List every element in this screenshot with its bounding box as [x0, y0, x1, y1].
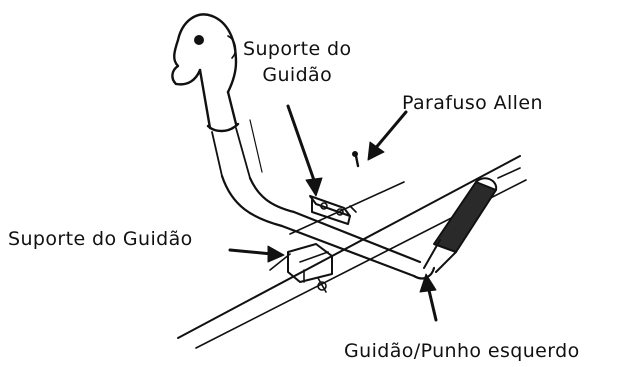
handlebar-support-lower: [287, 243, 333, 293]
allen-screw-icon: [352, 151, 360, 168]
label-allen-screw: Parafuso Allen: [402, 92, 543, 114]
arrow-support-upper: [286, 104, 323, 197]
label-left-handle-grip: Guidão/Punho esquerdo: [344, 340, 580, 362]
engine-housing: [171, 13, 238, 94]
label-handlebar-support-left: Suporte do Guidão: [8, 228, 193, 250]
arrow-support-lower: [228, 245, 285, 263]
label-handlebar-support-top: Suporte do Guidão: [243, 36, 351, 88]
arrow-allen-screw: [367, 110, 408, 161]
handlebar-tube: [220, 174, 436, 280]
label-handlebar-support-top-line2: Guidão: [262, 64, 333, 86]
label-handlebar-support-top-line1: Suporte do: [243, 38, 352, 60]
shaft: [198, 68, 263, 179]
handlebar-support-upper: [309, 195, 357, 225]
left-grip: [423, 167, 521, 273]
arrow-left-grip: [419, 273, 438, 322]
